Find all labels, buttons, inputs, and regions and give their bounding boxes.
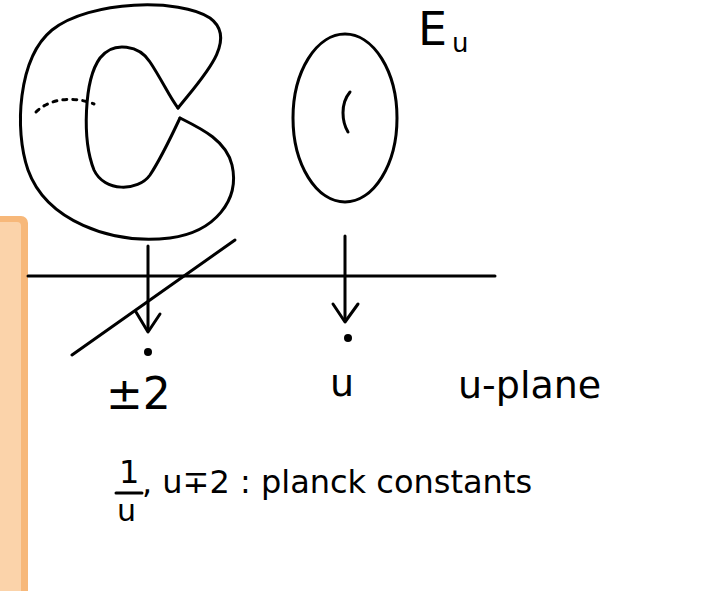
branch-cut [72, 240, 235, 355]
pinched-torus-hole [86, 47, 180, 187]
torus-hole [343, 92, 350, 132]
fraction-numerator: 1 [119, 456, 139, 488]
real-axis [28, 275, 495, 278]
pinched-torus-outline [20, 5, 233, 239]
plane-name: u-plane [458, 366, 601, 404]
point [344, 334, 352, 342]
torus-outline [293, 34, 397, 202]
fiber-subscript: u [452, 30, 468, 56]
fiber-name: E [418, 6, 447, 52]
point [144, 348, 152, 356]
note-text: , u∓2 : planck constants [142, 466, 532, 498]
point-label: u [330, 364, 354, 402]
orange-band-inner [0, 222, 21, 591]
vanishing-cycle [36, 99, 94, 112]
arrow-head [333, 304, 358, 322]
orange-band [0, 216, 28, 591]
projection-arrow [147, 246, 150, 330]
fraction-bar [116, 492, 142, 495]
arrow-head [136, 312, 160, 332]
singular-points: ±2 [106, 372, 171, 416]
fraction-denominator: u [117, 496, 136, 526]
